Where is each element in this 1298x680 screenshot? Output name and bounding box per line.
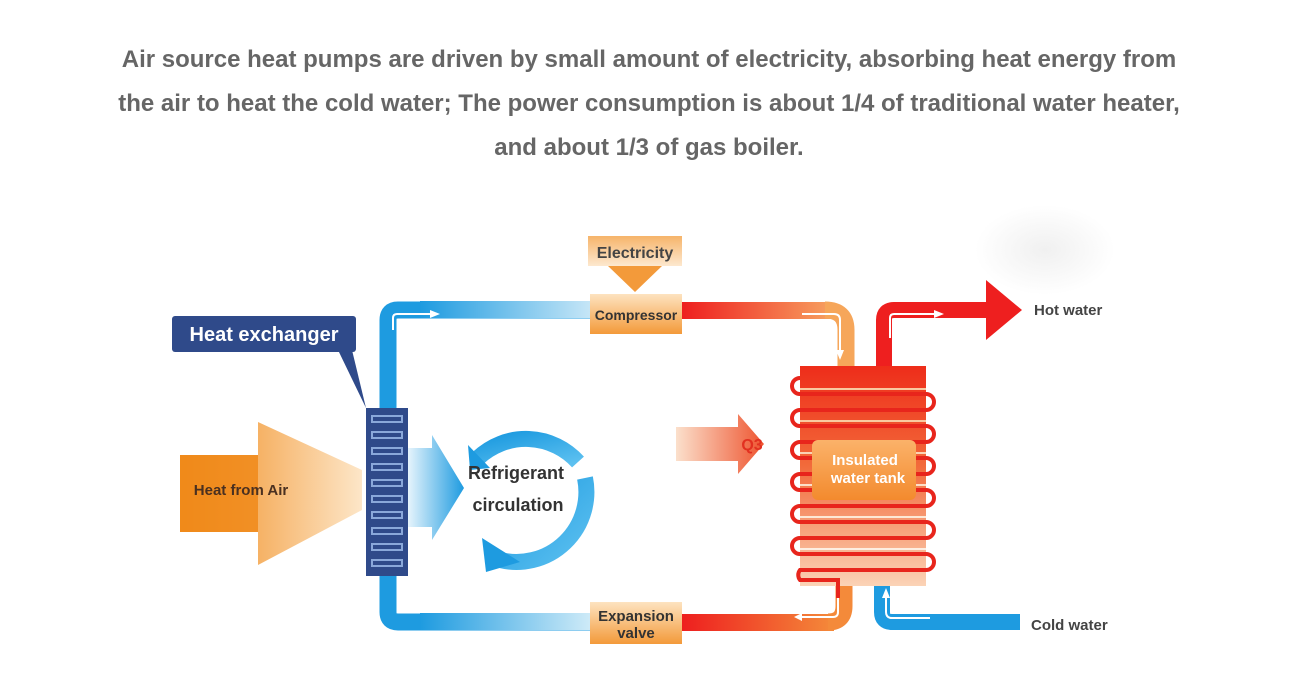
refrigerant-label-line1: Refrigerant [468,463,564,483]
expansion-valve-box [590,602,682,644]
background-glow [975,205,1115,295]
q3-arrow [676,414,764,474]
heating-coil [790,376,936,598]
electricity-label: Electricity [597,245,674,262]
heat-exchanger-unit [366,408,408,576]
compressor-label: Compressor [595,307,678,323]
blue-flow-arrow [408,435,464,540]
q3-label: Q3 [741,437,762,454]
compressor-box [590,294,682,334]
cold-water-label: Cold water [1031,617,1108,634]
heat-exchanger-label: Heat exchanger [190,324,339,346]
intro-line-3: and about 1/3 of gas boiler. [494,134,804,161]
expansion-label-line2: valve [617,625,655,642]
tank-label-line2: water tank [830,470,906,487]
refrigerant-pipe-hot-bottom [682,584,853,631]
refrigerant-label-line2: circulation [472,495,563,515]
cold-water-inlet [874,586,1020,630]
electricity-box [588,236,682,292]
hot-water-label: Hot water [1034,302,1103,319]
heat-from-air-label: Heat from Air [194,482,289,499]
refrigerant-cycle-icon [468,430,595,572]
intro-line-2: the air to heat the cold water; The powe… [118,90,1180,117]
heat-exchanger-callout [172,316,366,408]
hot-water-outlet [876,280,1022,366]
intro-line-1: Air source heat pumps are driven by smal… [121,46,1177,73]
refrigerant-pipe-hot-top [682,301,855,366]
expansion-label-line1: Expansion [598,608,674,625]
heat-from-air-arrow [180,422,362,565]
tank-label-line1: Insulated [832,452,898,469]
intro-text: Air source heat pumps are driven by smal… [0,38,1298,170]
tank-label-box [812,440,916,500]
